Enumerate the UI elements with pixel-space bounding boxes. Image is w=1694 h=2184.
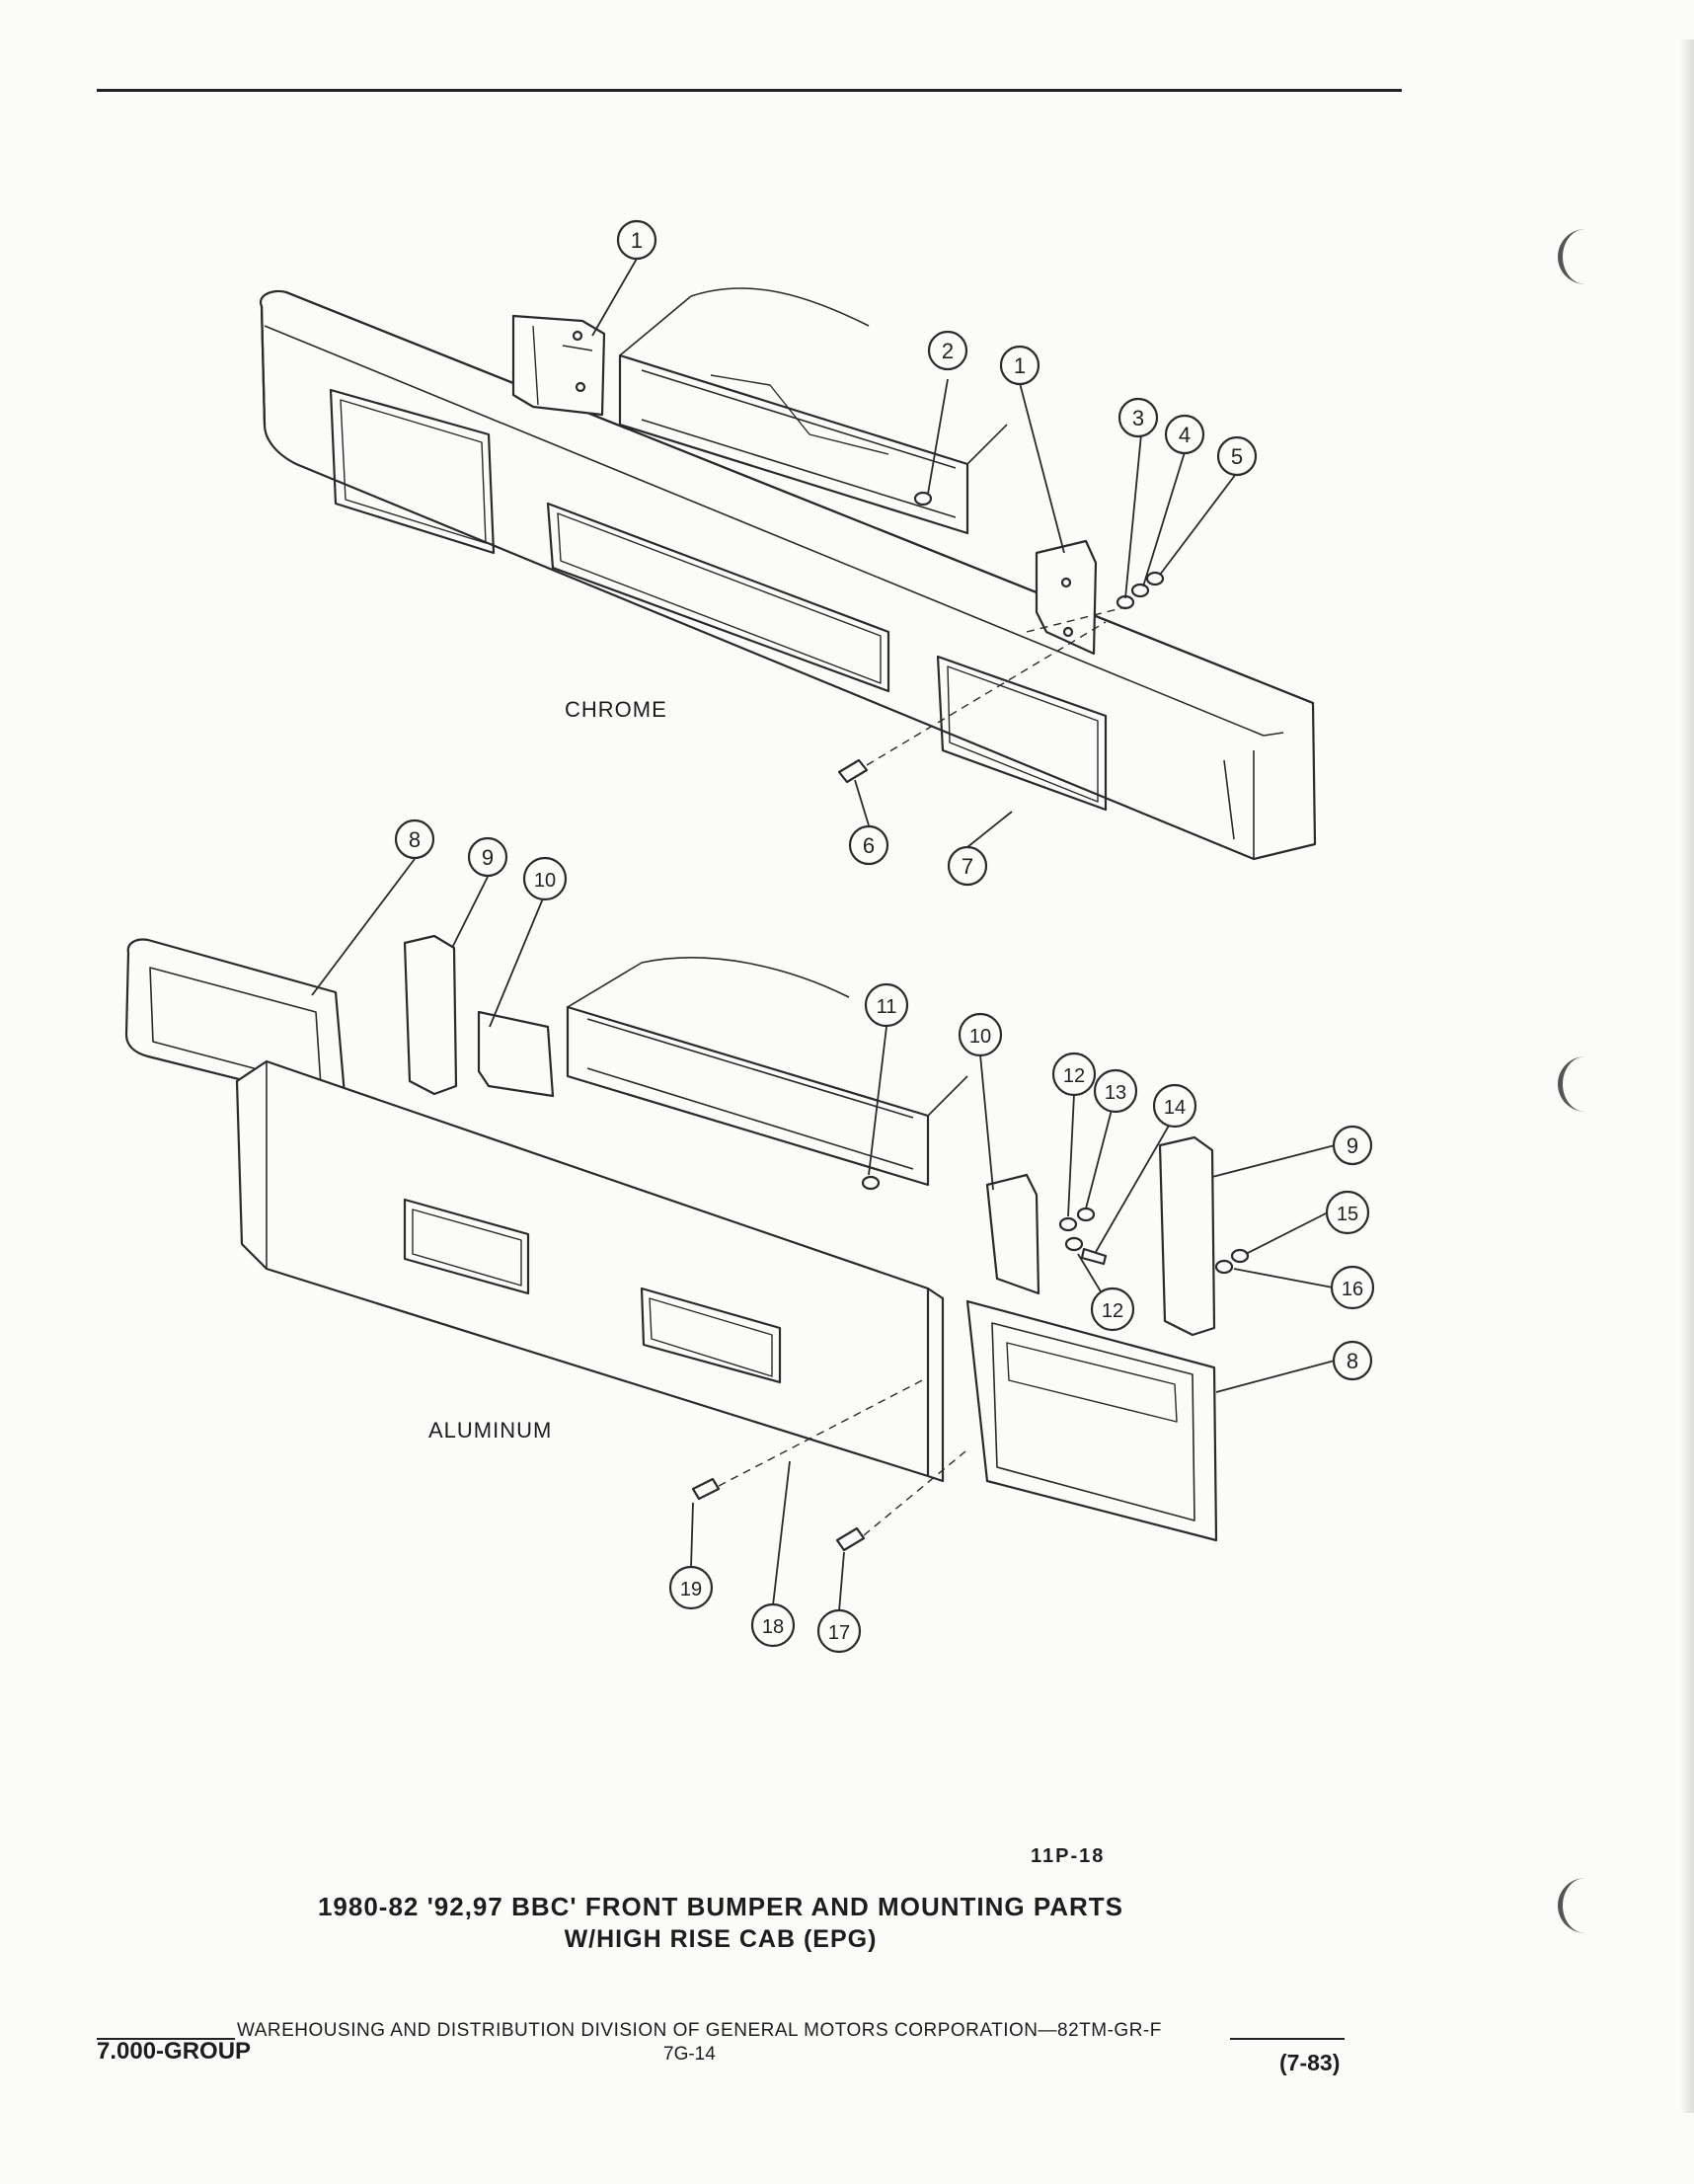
svg-text:15: 15 — [1337, 1204, 1358, 1225]
figure-caption-title: 1980-82 '92,97 BBC' FRONT BUMPER AND MOU… — [317, 1892, 1124, 1921]
callout-6: 6 — [848, 824, 889, 866]
callout-13: 13 — [1093, 1068, 1138, 1114]
svg-text:13: 13 — [1105, 1082, 1126, 1104]
callout-18: 18 — [750, 1602, 796, 1648]
svg-text:10: 10 — [534, 870, 556, 892]
aluminum-label: ALUMINUM — [428, 1418, 553, 1443]
callout-8: 8 — [394, 819, 435, 860]
svg-text:12: 12 — [1102, 1300, 1123, 1322]
svg-text:11: 11 — [877, 996, 897, 1018]
svg-text:2: 2 — [942, 339, 954, 363]
svg-text:9: 9 — [1347, 1133, 1358, 1158]
svg-text:7: 7 — [962, 854, 973, 879]
page-number: 7G-14 — [663, 2044, 716, 2065]
callout-16: 16 — [1330, 1265, 1375, 1310]
figure-caption-subtitle: W/HIGH RISE CAB (EPG) — [564, 1925, 878, 1953]
svg-text:4: 4 — [1179, 423, 1191, 447]
figure-code: 11P-18 — [1031, 1845, 1106, 1867]
callout-12: 12 — [1090, 1287, 1135, 1332]
top-rule — [97, 89, 1402, 92]
svg-text:12: 12 — [1063, 1065, 1085, 1087]
binder-hole — [1558, 1056, 1588, 1112]
chrome-label: CHROME — [565, 697, 667, 722]
svg-text:16: 16 — [1342, 1279, 1363, 1300]
callout-4: 4 — [1164, 414, 1205, 455]
callout-3: 3 — [1117, 397, 1159, 438]
svg-text:9: 9 — [482, 845, 494, 870]
svg-text:8: 8 — [409, 827, 421, 852]
callout-2: 2 — [927, 330, 968, 371]
svg-text:3: 3 — [1132, 406, 1144, 430]
binder-edge — [1680, 39, 1694, 2113]
callouts: 1 2 1 3 4 5 6 7 8 9 10 11 10 12 13 14 9 … — [394, 219, 1375, 1654]
footer-rule — [1230, 2038, 1345, 2040]
footer-division-text: WAREHOUSING AND DISTRIBUTION DIVISION OF… — [237, 2020, 1162, 2041]
svg-text:1: 1 — [631, 228, 643, 253]
callout-10: 10 — [958, 1012, 1003, 1057]
footer-rule — [97, 2038, 235, 2040]
chrome-bumper — [259, 258, 1317, 861]
svg-text:10: 10 — [969, 1026, 991, 1048]
svg-text:5: 5 — [1231, 444, 1243, 469]
revision-date: (7-83) — [1279, 2050, 1341, 2075]
exploded-parts-diagram: 1 2 1 3 4 5 6 7 8 9 10 11 10 12 13 14 9 … — [124, 219, 1375, 1654]
callout-9: 9 — [467, 836, 508, 878]
callout-17: 17 — [816, 1608, 862, 1654]
callout-9: 9 — [1332, 1125, 1373, 1166]
footer-group: 7.000-GROUP — [97, 2038, 252, 2065]
svg-text:8: 8 — [1347, 1349, 1358, 1373]
binder-hole — [1558, 229, 1588, 284]
svg-text:6: 6 — [863, 833, 875, 858]
svg-text:19: 19 — [680, 1579, 702, 1600]
svg-text:18: 18 — [762, 1616, 784, 1638]
svg-text:1: 1 — [1014, 353, 1026, 378]
aluminum-bumper — [124, 858, 1336, 1612]
callout-8: 8 — [1332, 1340, 1373, 1381]
callout-15: 15 — [1325, 1190, 1370, 1235]
svg-text:14: 14 — [1164, 1097, 1186, 1119]
callout-12: 12 — [1051, 1052, 1097, 1097]
binder-hole — [1558, 1878, 1588, 1933]
callout-1: 1 — [999, 345, 1040, 386]
callout-19: 19 — [668, 1565, 714, 1610]
callout-1: 1 — [616, 219, 657, 261]
svg-text:17: 17 — [828, 1622, 850, 1644]
callout-10: 10 — [522, 856, 568, 901]
callout-7: 7 — [947, 845, 988, 887]
callout-14: 14 — [1152, 1083, 1197, 1129]
callout-11: 11 — [864, 982, 909, 1028]
callout-5: 5 — [1216, 435, 1258, 477]
